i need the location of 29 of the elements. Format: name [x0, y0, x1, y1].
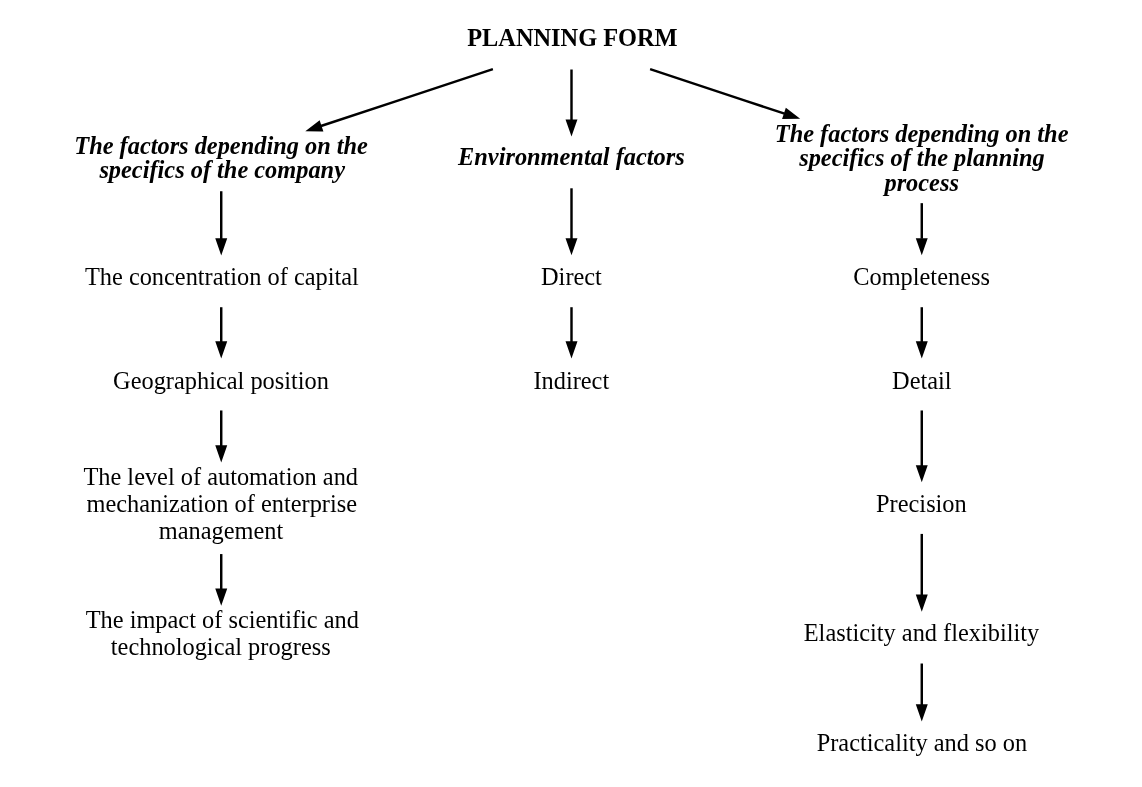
- arrow: [214, 554, 227, 606]
- arrow: [915, 203, 928, 256]
- node-text: Geographical position: [112, 366, 329, 394]
- node-text: Precision: [875, 489, 967, 517]
- node-text: Detail: [891, 366, 952, 394]
- node-text: The impact of scientific and technological progress: [85, 605, 359, 661]
- node-text: The concentration of capital: [84, 263, 359, 291]
- node-text: Elasticity and flexibility: [803, 619, 1039, 647]
- node-text: Indirect: [532, 366, 609, 394]
- node-text: Practicality and so on: [816, 729, 1027, 757]
- arrow: [565, 188, 577, 256]
- arrow: [915, 663, 928, 722]
- node-text: The factors depending on the specifics of the planning process: [774, 119, 1068, 196]
- arrow: [565, 307, 577, 359]
- node-text: Environmental factors: [457, 142, 685, 170]
- arrow: [649, 68, 800, 120]
- node-text: Completeness: [852, 263, 990, 291]
- node-text: PLANNING FORM: [466, 23, 678, 51]
- node-text: The level of automation and mechanization of enterprise management: [82, 462, 358, 545]
- arrow: [214, 307, 227, 359]
- node-text: Direct: [540, 263, 602, 291]
- arrow: [304, 68, 493, 132]
- arrow: [214, 191, 227, 256]
- arrow: [915, 410, 928, 483]
- arrow: [565, 69, 577, 137]
- arrow: [915, 533, 928, 612]
- node-text: The factors depending on the specifics of the company: [73, 132, 368, 184]
- arrow: [915, 307, 928, 359]
- arrow: [214, 410, 227, 463]
